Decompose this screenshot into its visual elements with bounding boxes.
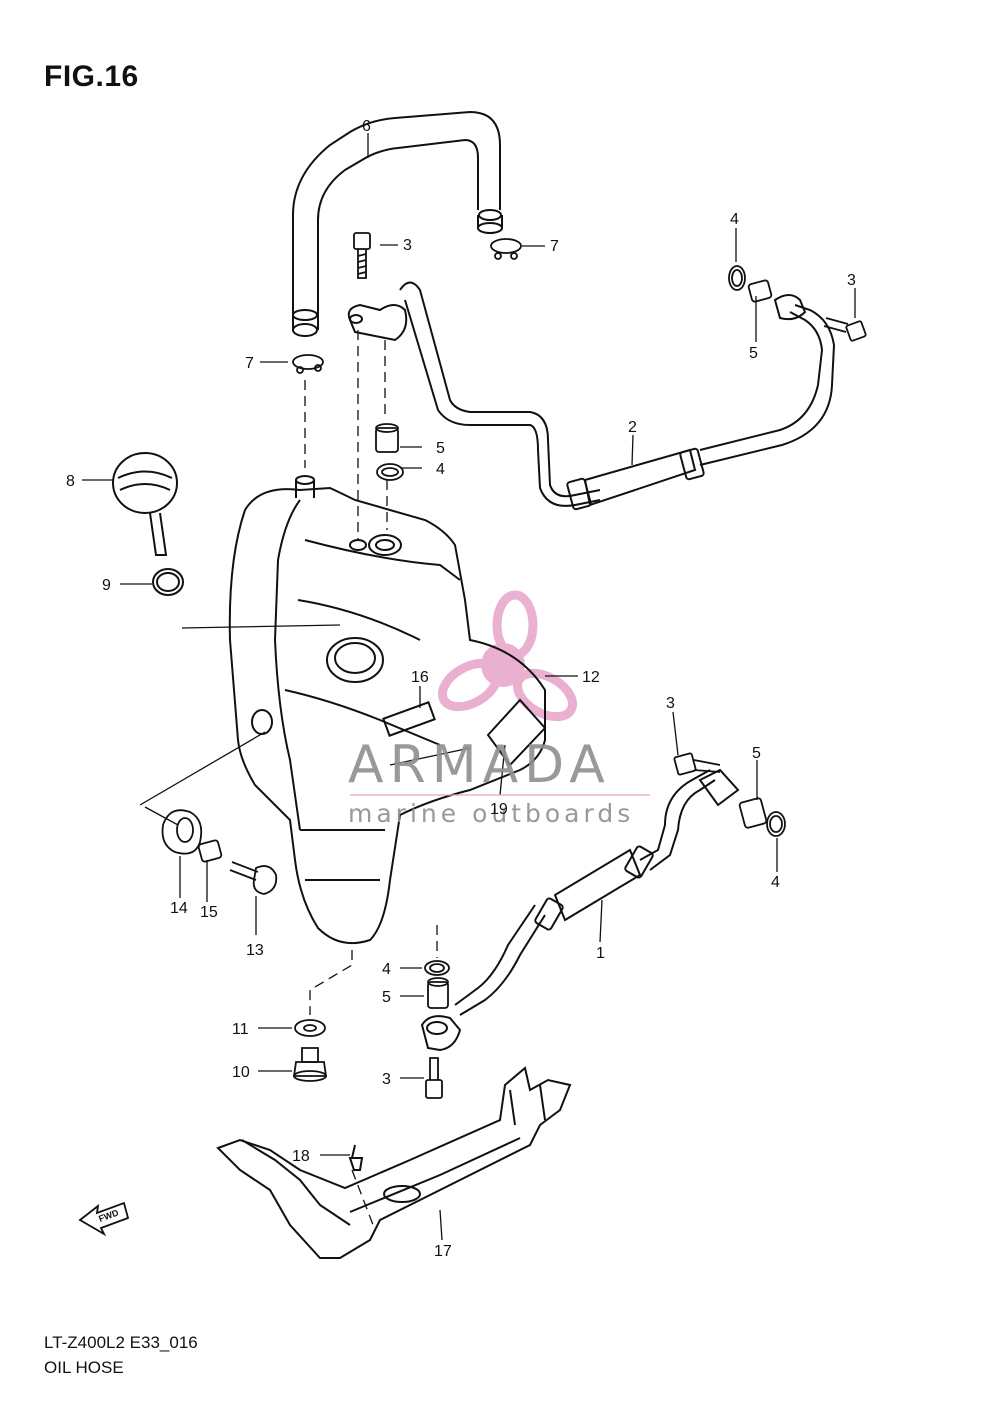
u-hose-part (292, 110, 503, 337)
watermark-logo (438, 590, 577, 722)
callout-4: 4 (771, 874, 780, 891)
model-code: LT-Z400L2 E33_016 (44, 1333, 198, 1352)
callout-13: 13 (246, 942, 264, 959)
callout-8: 8 (66, 473, 75, 490)
callout-3: 3 (382, 1071, 391, 1088)
dashed-guides (304, 330, 438, 1231)
callout-4: 4 (730, 211, 739, 228)
callout-11: 11 (232, 1021, 249, 1038)
callout-6: 6 (362, 118, 371, 135)
oil-tank-part (228, 475, 547, 944)
filler-cap-part (112, 452, 184, 596)
callout-7: 7 (550, 238, 559, 255)
callout-4: 4 (382, 961, 391, 978)
collar-part (375, 279, 773, 1009)
callout-9: 9 (102, 577, 111, 594)
callout-4: 4 (436, 461, 445, 478)
callout-17: 17 (434, 1243, 452, 1260)
callout-10: 10 (232, 1064, 250, 1081)
callout-19: 19 (490, 801, 508, 818)
callout-18: 18 (292, 1148, 310, 1165)
callout-3: 3 (666, 695, 675, 712)
callout-5: 5 (749, 345, 758, 362)
callout-3: 3 (403, 237, 412, 254)
skid-plate-part (216, 1066, 572, 1259)
watermark-brand: ARMADA (348, 735, 611, 795)
washer-part (294, 265, 786, 1037)
lower-oil-hose-part (420, 768, 740, 1052)
bolt-part (353, 232, 867, 1099)
callout-2: 2 (628, 419, 637, 436)
callout-16: 16 (411, 669, 429, 686)
callout-14: 14 (170, 900, 188, 917)
drain-bolt-part (292, 1047, 328, 1082)
watermark-tagline: marine outboards (348, 799, 634, 828)
callout-1: 1 (596, 945, 605, 962)
callout-5: 5 (752, 745, 761, 762)
callout-5: 5 (382, 989, 391, 1006)
callout-7: 7 (245, 355, 254, 372)
clip-part (292, 238, 522, 374)
callout-5: 5 (436, 440, 445, 457)
leader-lines (82, 133, 856, 1241)
callout-12: 12 (582, 669, 600, 686)
callout-3: 3 (847, 272, 856, 289)
fwd-arrow-icon: FWD (78, 1201, 130, 1237)
mount-hardware-part (161, 809, 278, 895)
callout-15: 15 (200, 904, 218, 921)
figure-caption: OIL HOSE (44, 1358, 124, 1377)
upper-oil-hose-part (347, 281, 836, 511)
figure-title: FIG.16 (44, 60, 139, 93)
callout-labels: 6 3 7 4 3 5 7 5 4 2 8 9 12 16 3 5 19 4 1… (66, 118, 856, 1260)
